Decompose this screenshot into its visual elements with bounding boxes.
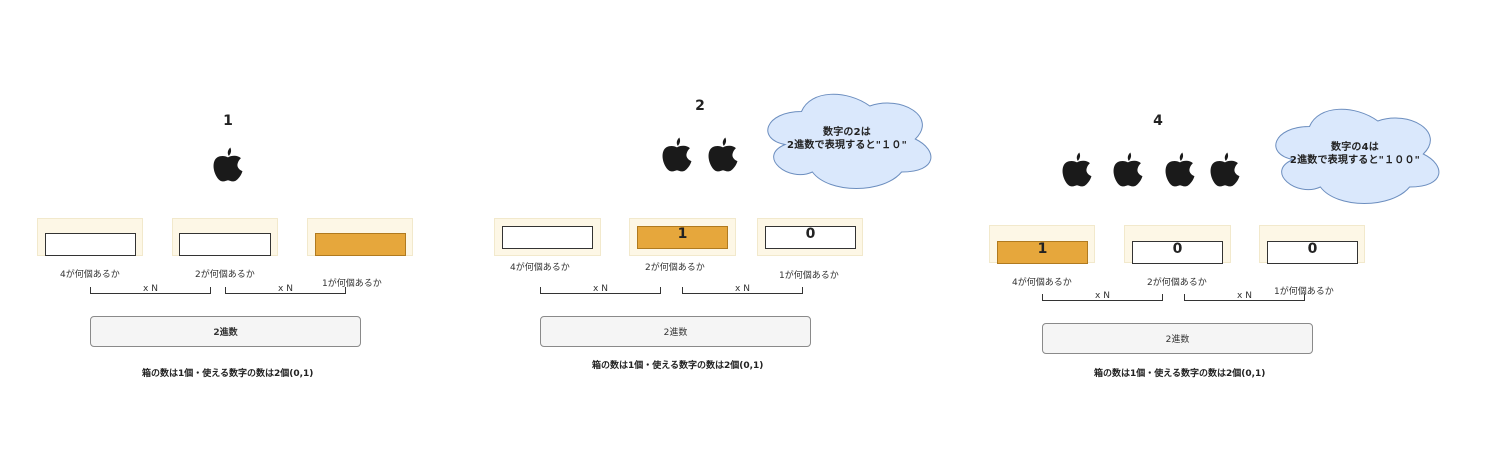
box-label-1s: 1が何個あるか: [779, 271, 839, 281]
box-4s: 1: [997, 241, 1088, 264]
apple-icon: [1206, 151, 1244, 189]
apple-icon: [1058, 151, 1096, 189]
cloud-line-1: 数字の4は: [1331, 142, 1379, 153]
box-label-1s: 1が何個あるか: [1274, 287, 1334, 297]
box-label-2s: 2が何個あるか: [1147, 278, 1207, 288]
box-1s: [315, 233, 406, 256]
bracket-right: [682, 287, 803, 294]
bracket-right: [1184, 294, 1305, 301]
base-button[interactable]: 2進数: [1042, 323, 1313, 354]
apple-icon: [658, 136, 696, 174]
note-text: 箱の数は1個・使える数字の数は2個(0,1): [592, 361, 764, 371]
box-label-4s: 4が何個あるか: [60, 270, 120, 280]
apple-icon: [1161, 151, 1199, 189]
speech-cloud: 数字の4は 2進数で表現すると"１００": [1264, 99, 1446, 209]
cloud-line-2: 2進数で表現すると"１０": [787, 140, 907, 151]
multiplier-label: x N: [278, 284, 293, 294]
note-text: 箱の数は1個・使える数字の数は2個(0,1): [142, 369, 314, 379]
apple-icon: [704, 136, 742, 174]
speech-cloud: 数字の2は 2進数で表現すると"１０": [756, 84, 938, 194]
base-button[interactable]: 2進数: [90, 316, 361, 347]
box-4s: [45, 233, 136, 256]
multiplier-label: x N: [1237, 291, 1252, 301]
panel-number: 4: [1153, 113, 1163, 129]
box-1s: 0: [765, 226, 856, 249]
bracket-left: [90, 287, 211, 294]
box-label-4s: 4が何個あるか: [510, 263, 570, 273]
cloud-line-1: 数字の2は: [823, 127, 871, 138]
multiplier-label: x N: [735, 284, 750, 294]
cloud-line-2: 2進数で表現すると"１００": [1289, 155, 1421, 166]
box-label-4s: 4が何個あるか: [1012, 278, 1072, 288]
panel-number: 2: [695, 98, 705, 114]
apple-icon: [1109, 151, 1147, 189]
box-label-2s: 2が何個あるか: [195, 270, 255, 280]
multiplier-label: x N: [1095, 291, 1110, 301]
bracket-left: [1042, 294, 1163, 301]
box-label-2s: 2が何個あるか: [645, 263, 705, 273]
box-2s: [179, 233, 271, 256]
box-4s: [502, 226, 593, 249]
box-label-1s: 1が何個あるか: [322, 279, 382, 289]
box-2s: 0: [1132, 241, 1223, 264]
apple-icon: [209, 146, 247, 184]
bracket-right: [225, 287, 346, 294]
bracket-left: [540, 287, 661, 294]
multiplier-label: x N: [143, 284, 158, 294]
box-1s: 0: [1267, 241, 1358, 264]
panel-number: 1: [223, 113, 233, 129]
box-2s: 1: [637, 226, 728, 249]
base-button[interactable]: 2進数: [540, 316, 811, 347]
note-text: 箱の数は1個・使える数字の数は2個(0,1): [1094, 369, 1266, 379]
multiplier-label: x N: [593, 284, 608, 294]
